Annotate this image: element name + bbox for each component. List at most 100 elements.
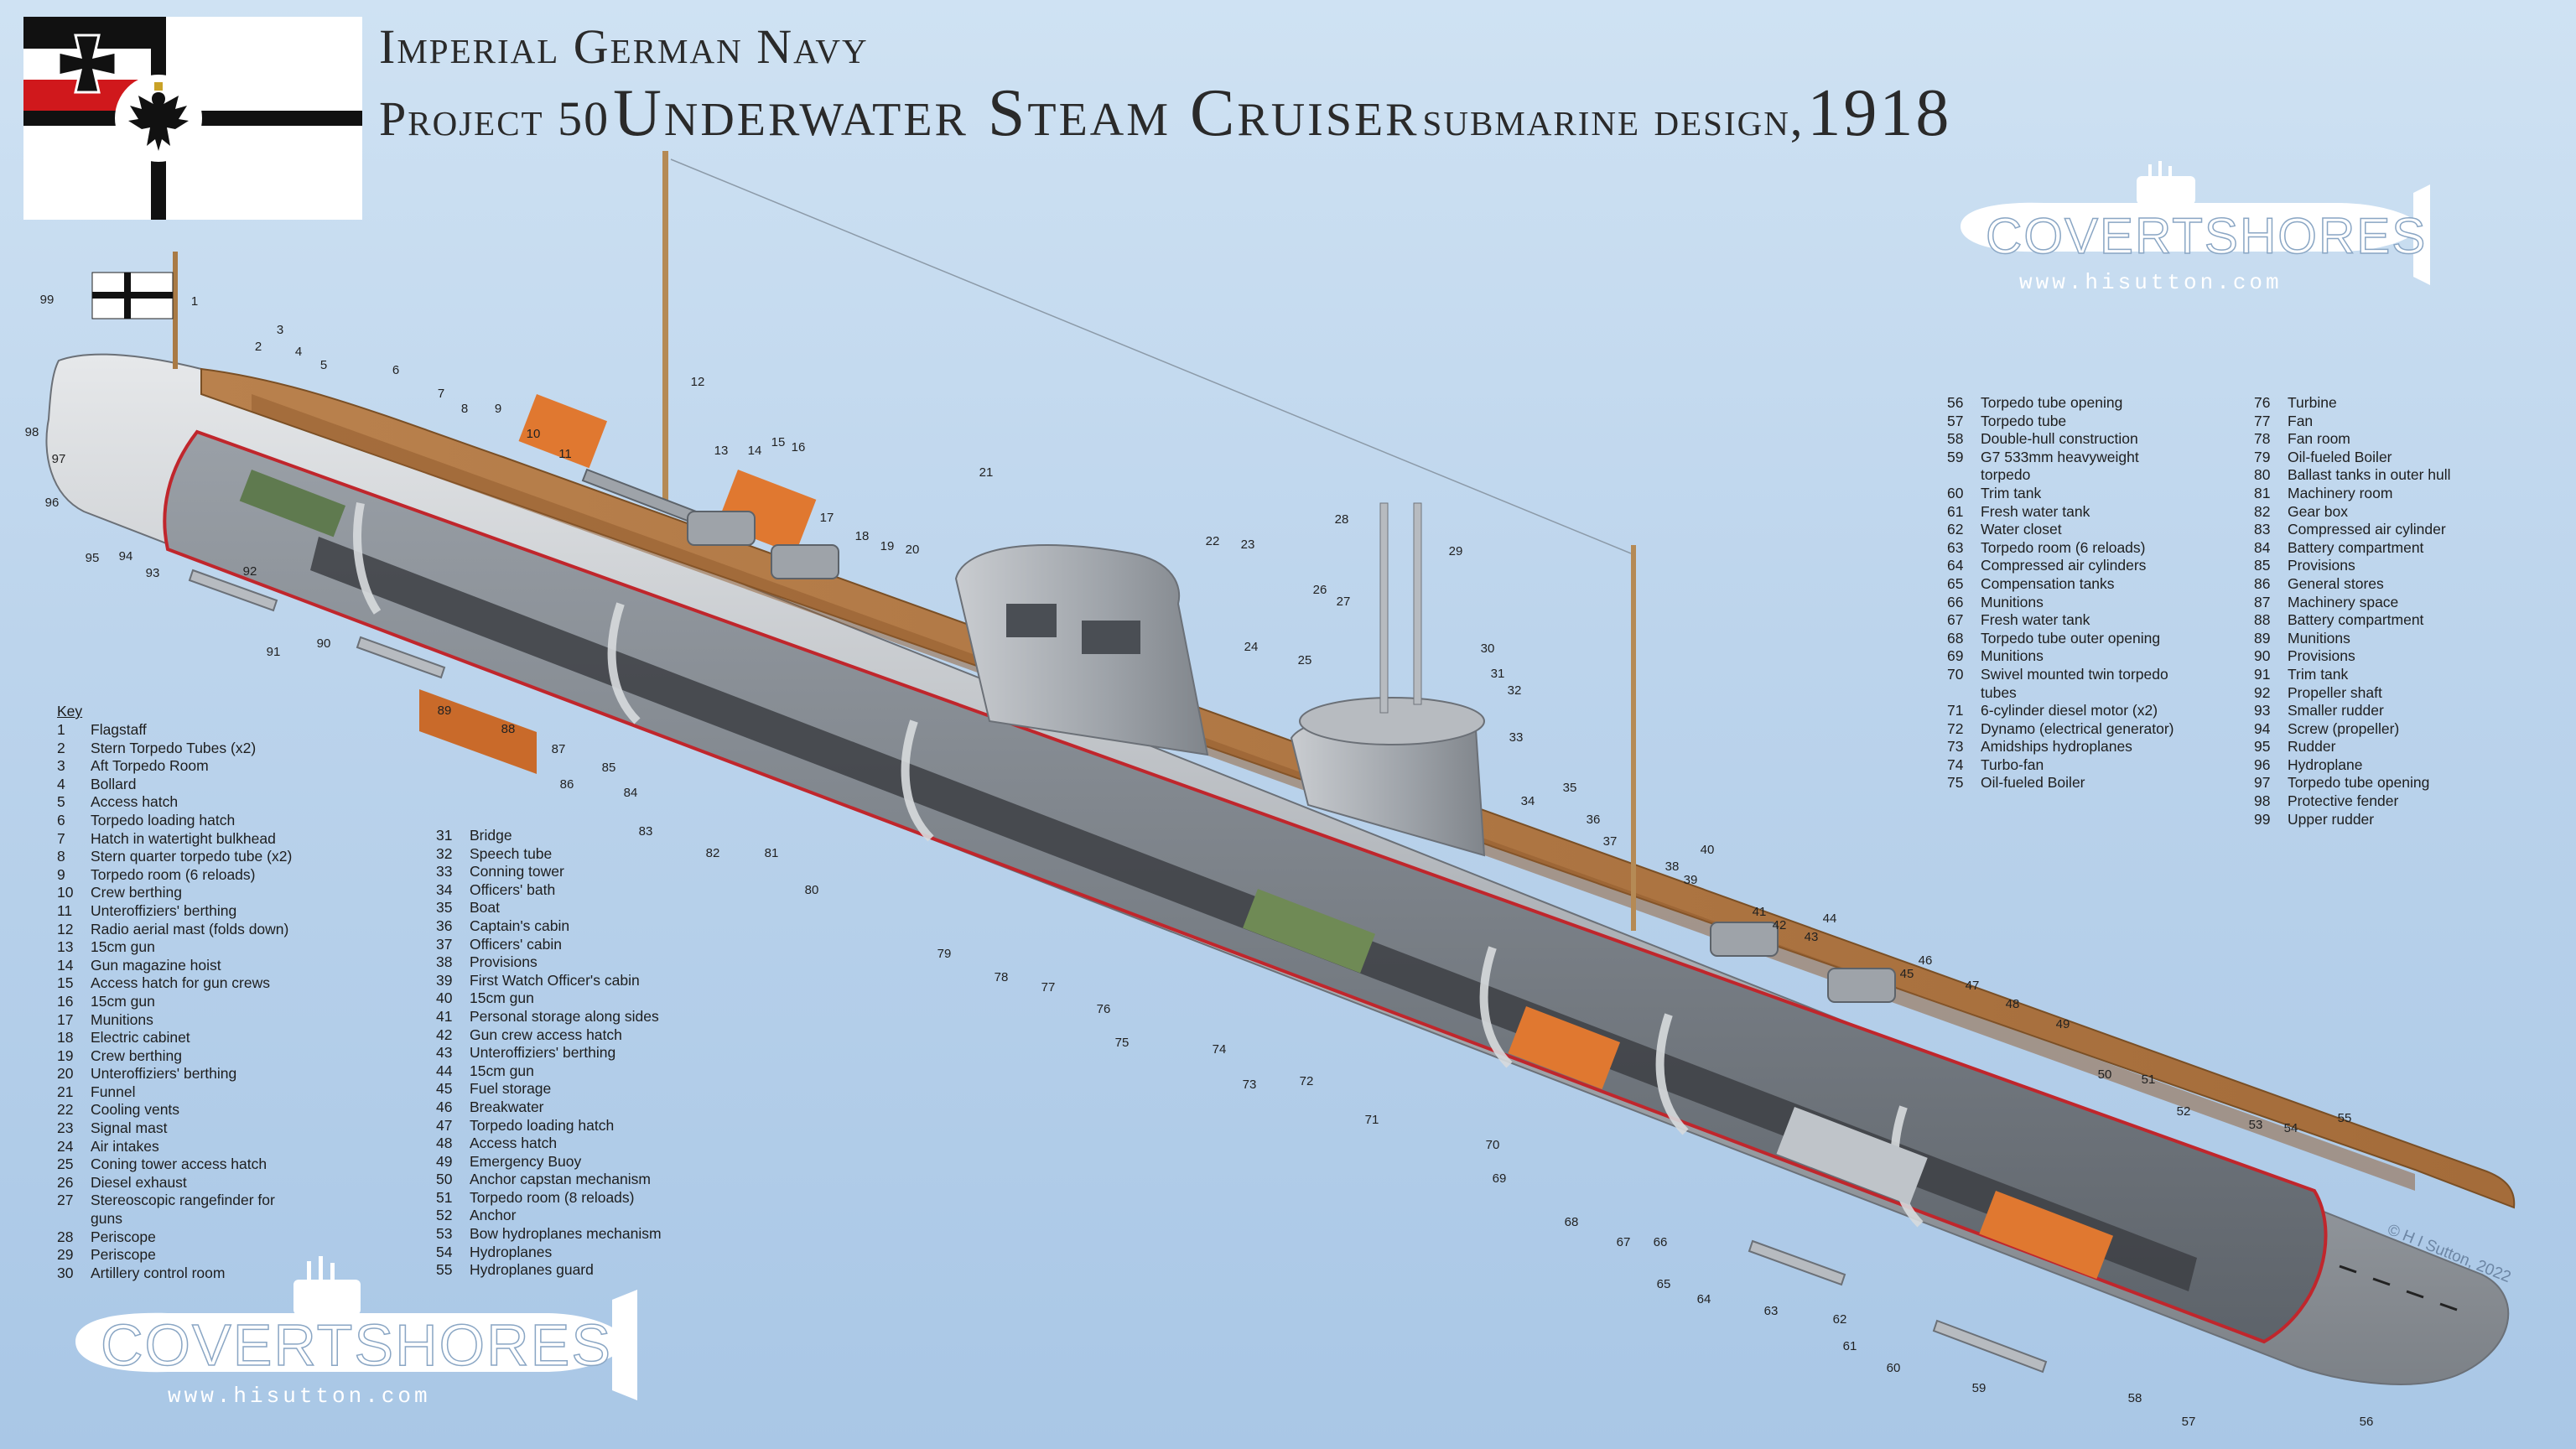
key-number: 64 — [1947, 557, 1964, 574]
key-label: Compensation tanks — [1981, 574, 2115, 592]
submarine-silhouette-icon — [1961, 161, 2430, 285]
key-number: 78 — [2254, 430, 2271, 448]
signal-mast — [1631, 545, 1636, 931]
callout-number: 18 — [855, 529, 870, 543]
callout-number: 26 — [1313, 583, 1327, 597]
callout-number: 52 — [2177, 1104, 2191, 1119]
callout-number: 3 — [277, 323, 283, 337]
key-number: 25 — [57, 1156, 74, 1173]
key-label: Provisions — [2288, 557, 2355, 574]
callout-number: 20 — [906, 543, 920, 557]
callout-number: 65 — [1657, 1277, 1671, 1291]
key-label: Torpedo room (6 reloads) — [1981, 538, 2146, 556]
periscope — [1379, 502, 1389, 714]
callout-number: 23 — [1241, 538, 1255, 552]
key-label: Crew berthing — [91, 1046, 182, 1064]
submarine-silhouette-icon — [75, 1256, 637, 1400]
key-number: 44 — [436, 1062, 453, 1079]
key-label: Swivel mounted twin torpedo — [1981, 665, 2168, 683]
callout-number: 32 — [1508, 683, 1522, 698]
callout-number: 74 — [1213, 1042, 1227, 1057]
callout-number: 14 — [748, 444, 762, 458]
key-number: 1 — [57, 721, 65, 738]
key-number: 37 — [436, 935, 453, 953]
key-label: Water closet — [1981, 521, 2062, 538]
logo-word: COVERTSHORES — [1986, 208, 2427, 264]
title-main: Underwater Steam Cruiser — [613, 76, 1420, 150]
key-number: 14 — [57, 956, 74, 974]
key-number: 39 — [436, 971, 453, 989]
key-label: Emergency Buoy — [470, 1152, 582, 1170]
key-number: 49 — [436, 1152, 453, 1170]
callout-number: 7 — [438, 387, 444, 401]
key-item: 97 Torpedo tube opening — [2254, 774, 2451, 792]
callout-number: 17 — [820, 511, 834, 525]
key-number: 72 — [1947, 719, 1964, 737]
key-label: Cooling vents — [91, 1101, 180, 1119]
callout-number: 42 — [1773, 918, 1787, 932]
callout-number: 91 — [267, 645, 281, 659]
key-label: Torpedo room (6 reloads) — [91, 865, 256, 883]
key-label-continued: guns — [91, 1210, 122, 1228]
imperial-war-ensign-flag — [23, 17, 362, 220]
callout-number: 85 — [602, 761, 616, 775]
key-number: 66 — [1947, 593, 1964, 610]
callout-number: 63 — [1764, 1304, 1779, 1318]
callout-number: 5 — [320, 358, 327, 372]
callout-number: 69 — [1493, 1171, 1507, 1186]
key-label: Machinery room — [2288, 484, 2393, 501]
key-label: Propeller shaft — [2288, 683, 2382, 701]
key-item: 49 Emergency Buoy — [436, 1153, 662, 1171]
key-label: Torpedo tube opening — [2288, 774, 2430, 792]
key-number: 97 — [2254, 774, 2271, 792]
key-number: 32 — [436, 844, 453, 862]
callout-number: 11 — [558, 447, 572, 461]
key-label-continued: tubes — [1981, 683, 2017, 701]
key-number: 93 — [2254, 702, 2271, 719]
key-label: Unteroffiziers' berthing — [91, 1065, 237, 1083]
key-number: 62 — [1947, 521, 1964, 538]
key-label: Turbine — [2288, 394, 2337, 411]
key-number: 4 — [57, 775, 65, 792]
key-number: 74 — [1947, 756, 1964, 773]
callout-number: 37 — [1603, 834, 1618, 849]
key-number: 24 — [57, 1137, 74, 1155]
callout-number: 38 — [1665, 860, 1680, 874]
key-number: 29 — [57, 1246, 74, 1264]
key-number: 90 — [2254, 647, 2271, 665]
callout-number: 97 — [52, 452, 66, 466]
key-number: 88 — [2254, 611, 2271, 629]
key-label: Electric cabinet — [91, 1029, 190, 1046]
key-number: 6 — [57, 811, 65, 828]
key-label: Artillery control room — [91, 1264, 226, 1281]
stern-flag-icon — [91, 272, 174, 319]
key-label: Access hatch — [470, 1135, 558, 1152]
covertshores-logo-top: COVERTSHORES www.hisutton.com — [1961, 161, 2430, 295]
